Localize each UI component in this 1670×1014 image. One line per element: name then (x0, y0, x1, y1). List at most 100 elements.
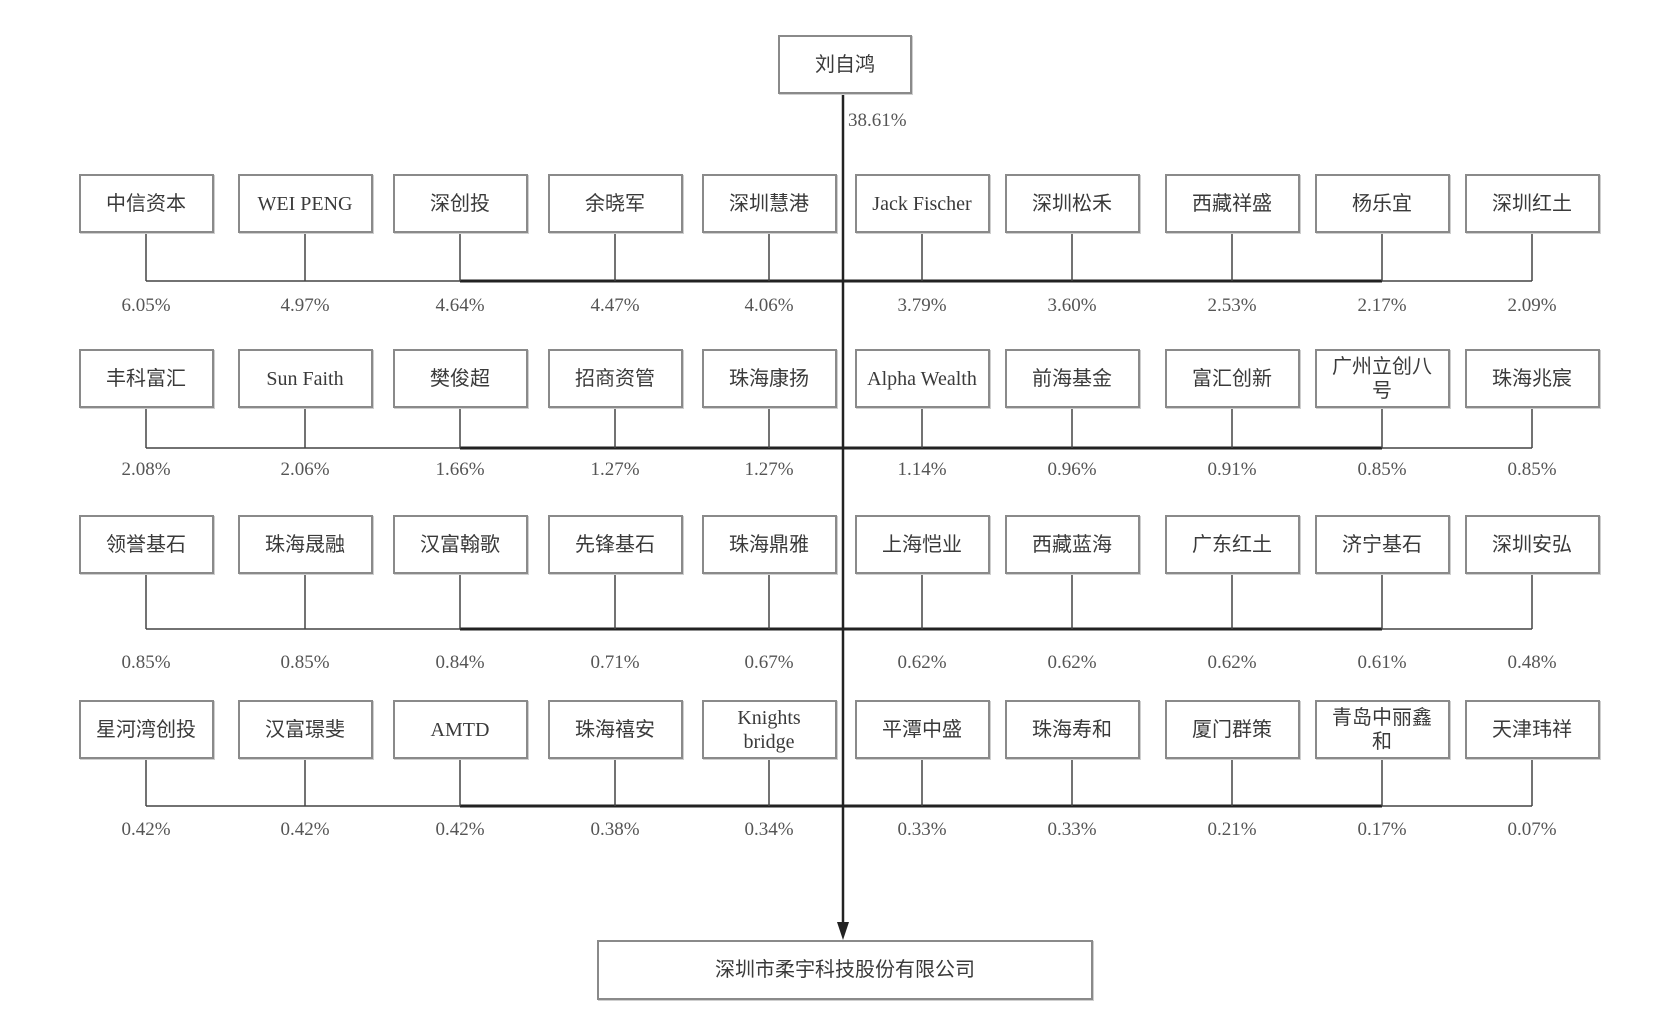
shareholder-pct: 4.06% (744, 295, 794, 316)
shareholder-pct: 3.79% (897, 295, 947, 316)
shareholder-pct: 0.85% (280, 652, 330, 673)
shareholder-name: 广州立创八号 (1332, 355, 1432, 402)
shareholder-box: 珠海兆宸 (1464, 349, 1600, 408)
shareholder-box: 招商资管 (547, 349, 683, 408)
shareholder-name: 珠海禧安 (575, 718, 655, 741)
company-name: 深圳市柔宇科技股份有限公司 (715, 959, 975, 981)
shareholder-box: 先锋基石 (547, 515, 683, 574)
shareholder-box: 星河湾创投 (78, 700, 214, 759)
shareholder-box: 杨乐宜 (1314, 174, 1450, 233)
arrow-head-icon (837, 922, 849, 940)
shareholder-name: 青岛中丽鑫和 (1332, 706, 1432, 753)
shareholder-box: 汉富璟斐 (237, 700, 373, 759)
shareholder-pct: 0.67% (744, 652, 794, 673)
shareholder-box: 深创投 (392, 174, 528, 233)
shareholder-box: 珠海鼎雅 (701, 515, 837, 574)
shareholder-name: 丰科富汇 (106, 367, 186, 390)
shareholder-box: AMTD (392, 700, 528, 759)
shareholder-name: 招商资管 (575, 367, 655, 390)
shareholder-pct: 0.17% (1357, 819, 1407, 840)
company-box: 深圳市柔宇科技股份有限公司 (597, 940, 1093, 1000)
top-holder-name: 刘自鸿 (815, 53, 875, 76)
shareholder-name: 珠海康扬 (729, 367, 809, 390)
shareholder-box: 珠海禧安 (547, 700, 683, 759)
shareholder-pct: 0.07% (1507, 819, 1557, 840)
shareholder-box: 平潭中盛 (854, 700, 990, 759)
shareholder-name: 珠海鼎雅 (729, 533, 809, 556)
shareholder-box: 前海基金 (1004, 349, 1140, 408)
shareholder-box: 中信资本 (78, 174, 214, 233)
shareholder-box: 厦门群策 (1164, 700, 1300, 759)
shareholder-box: 广州立创八号 (1314, 349, 1450, 408)
shareholder-pct: 0.85% (1507, 459, 1557, 480)
shareholder-name: 珠海晟融 (265, 533, 345, 556)
shareholder-pct: 0.96% (1047, 459, 1097, 480)
shareholder-box: 上海恺业 (854, 515, 990, 574)
shareholder-pct: 2.08% (121, 459, 171, 480)
shareholder-pct: 0.42% (280, 819, 330, 840)
shareholder-name: 平潭中盛 (882, 718, 962, 741)
shareholder-pct: 1.27% (590, 459, 640, 480)
shareholder-pct: 4.97% (280, 295, 330, 316)
shareholder-name: 汉富翰歌 (420, 533, 500, 556)
shareholder-pct: 2.17% (1357, 295, 1407, 316)
shareholder-name: AMTD (430, 718, 490, 741)
shareholder-pct: 0.21% (1207, 819, 1257, 840)
shareholder-name: 济宁基石 (1342, 533, 1422, 556)
shareholder-pct: 0.84% (435, 652, 485, 673)
shareholder-pct: 0.33% (1047, 819, 1097, 840)
shareholder-name: 天津玮祥 (1492, 718, 1572, 741)
shareholder-pct: 0.42% (121, 819, 171, 840)
shareholder-name: 领誉基石 (106, 533, 186, 556)
shareholder-name: Sun Faith (266, 367, 344, 390)
shareholder-pct: 0.34% (744, 819, 794, 840)
shareholder-box: 汉富翰歌 (392, 515, 528, 574)
shareholder-box: 珠海寿和 (1004, 700, 1140, 759)
shareholder-pct: 0.62% (1047, 652, 1097, 673)
shareholder-pct: 0.62% (1207, 652, 1257, 673)
shareholder-name: 西藏祥盛 (1192, 192, 1272, 215)
shareholder-box: 天津玮祥 (1464, 700, 1600, 759)
shareholder-box: 珠海康扬 (701, 349, 837, 408)
shareholder-pct: 0.85% (121, 652, 171, 673)
shareholder-name: 樊俊超 (430, 367, 490, 390)
shareholder-box: 余晓军 (547, 174, 683, 233)
shareholder-pct: 0.61% (1357, 652, 1407, 673)
shareholder-box: 珠海晟融 (237, 515, 373, 574)
shareholder-name: 珠海寿和 (1032, 718, 1112, 741)
shareholder-name: 中信资本 (106, 192, 186, 215)
shareholder-name: WEI PENG (257, 192, 353, 215)
shareholder-name: 深创投 (430, 192, 490, 215)
shareholder-box: Knights bridge (701, 700, 837, 759)
shareholder-box: 领誉基石 (78, 515, 214, 574)
shareholder-box: Jack Fischer (854, 174, 990, 233)
shareholder-name: 广东红土 (1192, 533, 1272, 556)
shareholder-pct: 6.05% (121, 295, 171, 316)
shareholder-name: Jack Fischer (872, 192, 972, 215)
shareholder-box: 深圳安弘 (1464, 515, 1600, 574)
shareholder-name: 深圳安弘 (1492, 533, 1572, 556)
shareholder-box: Sun Faith (237, 349, 373, 408)
shareholder-box: 青岛中丽鑫和 (1314, 700, 1450, 759)
shareholder-pct: 0.71% (590, 652, 640, 673)
shareholder-pct: 0.91% (1207, 459, 1257, 480)
shareholder-box: 广东红土 (1164, 515, 1300, 574)
shareholder-name: 杨乐宜 (1352, 192, 1412, 215)
shareholder-name: 先锋基石 (575, 533, 655, 556)
shareholder-pct: 0.85% (1357, 459, 1407, 480)
shareholder-name: 汉富璟斐 (265, 718, 345, 741)
shareholder-box: 济宁基石 (1314, 515, 1450, 574)
shareholder-box: 深圳松禾 (1004, 174, 1140, 233)
shareholder-box: 西藏蓝海 (1004, 515, 1140, 574)
shareholder-pct: 1.14% (897, 459, 947, 480)
shareholder-pct: 0.62% (897, 652, 947, 673)
shareholder-box: Alpha Wealth (854, 349, 990, 408)
shareholder-name: 星河湾创投 (96, 718, 196, 741)
shareholder-name: 深圳红土 (1492, 192, 1572, 215)
shareholder-box: WEI PENG (237, 174, 373, 233)
shareholder-name: 前海基金 (1032, 367, 1112, 390)
shareholder-name: 深圳松禾 (1032, 192, 1112, 215)
shareholder-pct: 0.42% (435, 819, 485, 840)
